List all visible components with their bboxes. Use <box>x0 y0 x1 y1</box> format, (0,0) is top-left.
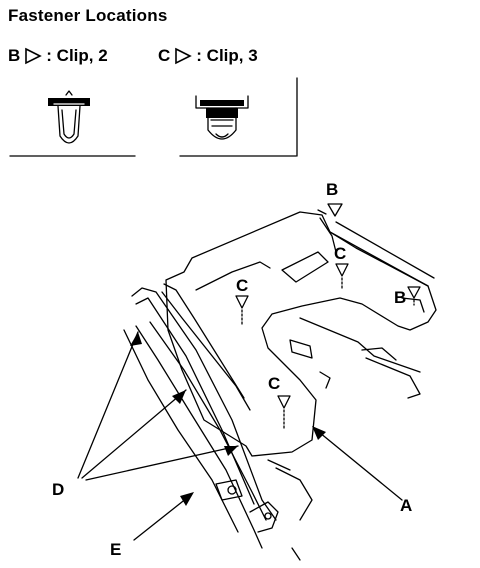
legend-text-c: : Clip, 3 <box>196 46 258 65</box>
clip-b-right-marker <box>407 286 421 306</box>
arrowhead-d-1 <box>130 332 142 346</box>
legend-item-c: C : Clip, 3 <box>158 46 258 66</box>
leader-d-3 <box>85 445 239 481</box>
legend-text-b: : Clip, 2 <box>46 46 108 65</box>
legend-item-b: B : Clip, 2 <box>8 46 108 66</box>
clip-c-left-marker <box>235 295 249 327</box>
clip-b-triangle-icon <box>25 47 43 65</box>
callout-b-right: B <box>394 288 407 307</box>
legend-letter-b: B <box>8 46 21 65</box>
arrowhead-e <box>180 492 194 506</box>
arrowhead-d-3 <box>224 446 238 456</box>
diagram-title: Fastener Locations <box>8 6 168 25</box>
leader-e <box>133 493 193 541</box>
callout-e: E <box>110 540 122 559</box>
leader-d-2 <box>81 389 187 479</box>
callout-c-mid: C <box>334 244 347 263</box>
callout-c-left: C <box>236 276 249 295</box>
leader-a <box>313 427 403 501</box>
callout-a: A <box>400 496 413 515</box>
clip-c-mid-marker <box>335 263 349 291</box>
legend-letter-c: C <box>158 46 171 65</box>
clip-c-triangle-icon <box>175 47 193 65</box>
bracket-outline <box>165 211 437 457</box>
arrowhead-d-2 <box>172 390 186 404</box>
clip-c-bottom-marker <box>277 395 291 429</box>
callout-c-bottom: C <box>268 374 281 393</box>
callout-d: D <box>52 480 65 499</box>
leader-d-1 <box>77 331 139 479</box>
left-rail <box>131 287 277 521</box>
clip-b-detail-icon <box>48 90 90 144</box>
callout-b-top: B <box>326 180 339 199</box>
arrowhead-a <box>312 426 326 440</box>
bracket-window <box>281 251 329 283</box>
clip-b-top-marker <box>317 203 343 217</box>
clip-c-detail-icon <box>195 95 249 140</box>
